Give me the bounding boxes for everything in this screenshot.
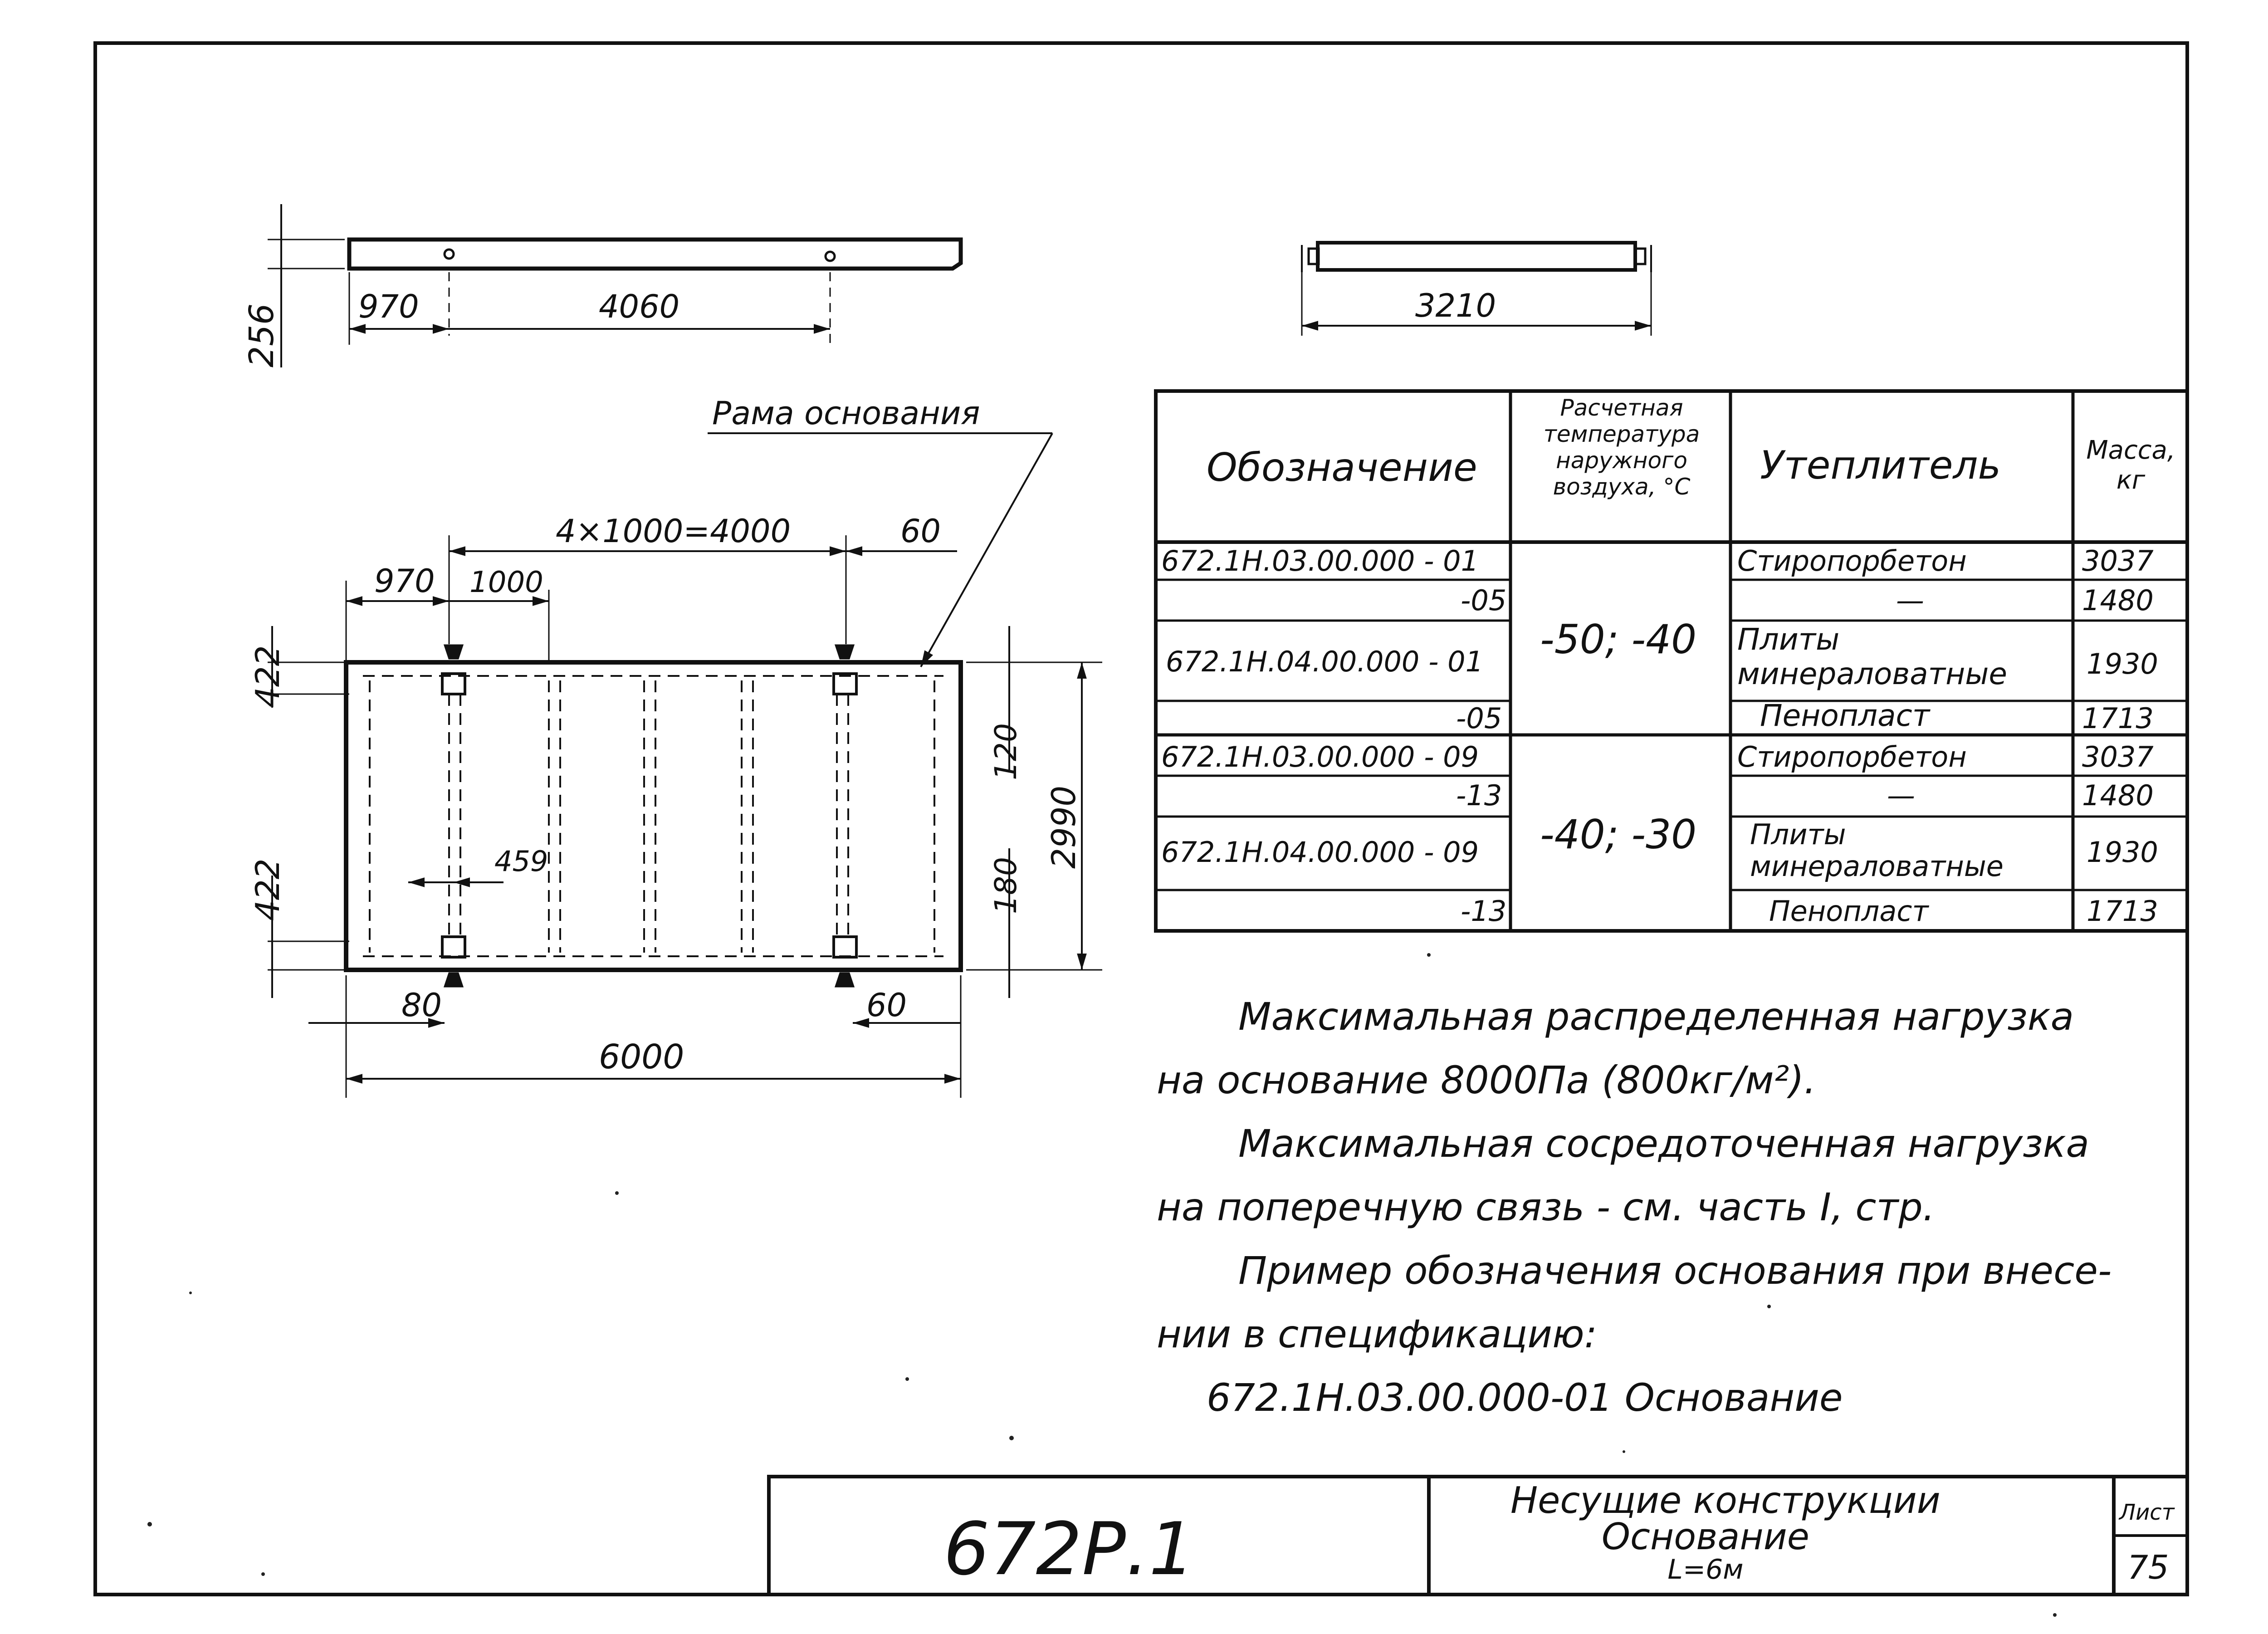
cell-designation: 672.1Н.03.00.000 - 01 — [1161, 544, 1479, 577]
cell-mass: 1480 — [2082, 584, 2154, 617]
note-line: Максимальная сосредоточенная нагрузка — [1238, 1121, 2089, 1166]
cell-designation: 672.1Н.03.00.000 - 09 — [1161, 740, 1479, 773]
cell-insulation: Стиропорбетон — [1737, 544, 1967, 577]
spec-table — [1154, 389, 2189, 933]
scan-specks — [147, 953, 2057, 1617]
title-line-2: Основание — [1602, 1516, 1809, 1558]
header-designation: Обозначение — [1207, 445, 1477, 490]
dim-120: 120 — [988, 723, 1023, 780]
temp-group-2: -40; -30 — [1540, 811, 1696, 858]
callout-frame-label: Рама основания — [712, 395, 980, 432]
cell-designation: -05 — [1461, 584, 1506, 617]
cell-insulation-wrap: Плиты минераловатные — [1750, 819, 2004, 883]
cell-mass: 1480 — [2082, 779, 2154, 812]
dim-180: 180 — [988, 857, 1023, 914]
dim-970-top: 970 — [358, 288, 419, 325]
header-mass: Масса, кг — [2086, 435, 2175, 495]
table-row: -13 — 1480 — [1456, 779, 2154, 812]
header-temperature: Расчетная температура наружного воздуха,… — [1543, 395, 1700, 500]
cell-mass: 3037 — [2082, 544, 2154, 577]
dim-459: 459 — [494, 845, 548, 878]
title-line-1: Несущие конструкции — [1510, 1479, 1941, 1521]
title-code: 672Р.1 — [943, 1507, 1195, 1591]
dim-60-bottom: 60 — [866, 987, 907, 1024]
dim-1000: 1000 — [469, 566, 543, 599]
dim-970-plan: 970 — [374, 563, 435, 600]
dim-4060: 4060 — [599, 288, 679, 325]
cell-mass: 1713 — [2082, 702, 2154, 735]
cell-insulation: Плиты минераловатные — [1750, 819, 2004, 883]
table-row: -05 — 1480 — [1461, 584, 2154, 617]
table-row: 672.1Н.04.00.000 - 09 Плиты минераловатн… — [1161, 819, 2158, 883]
table-row: 672.1Н.03.00.000 - 09 Стиропорбетон 3037 — [1161, 740, 2154, 773]
cell-mass: 1930 — [2087, 647, 2158, 680]
dim-422-bottom: 422 — [249, 859, 287, 921]
table-row: 672.1Н.04.00.000 - 01 Плиты минераловатн… — [1166, 622, 2158, 691]
note-line: на основание 8000Па (800кг/м²). — [1157, 1058, 1816, 1102]
cell-mass: 3037 — [2082, 740, 2154, 773]
dim-256: 256 — [242, 303, 281, 367]
cell-insulation: — — [1887, 779, 1915, 812]
hole-marker — [443, 248, 455, 260]
sheet-number: 75 — [2127, 1548, 2169, 1586]
dim-2990: 2990 — [1045, 786, 1083, 869]
note-line: Пример обозначения основания при внесе- — [1238, 1248, 2112, 1293]
cell-mass: 1930 — [2087, 836, 2158, 869]
table-row: 672.1Н.03.00.000 - 01 Стиропорбетон 3037 — [1161, 544, 2154, 577]
note-line: нии в спецификацию: — [1157, 1312, 1597, 1356]
sheet-label: Лист — [2118, 1500, 2175, 1525]
cell-insulation: Пенопласт — [1760, 698, 1931, 733]
header-insulation: Утеплитель — [1760, 443, 2001, 488]
plan-view — [268, 432, 1102, 1098]
cell-designation: 672.1Н.04.00.000 - 09 — [1161, 836, 1479, 869]
cell-designation: -13 — [1456, 779, 1502, 812]
cell-insulation-wrap: Плиты минераловатные — [1737, 622, 2007, 691]
cell-mass: 1713 — [2087, 895, 2158, 928]
title-block — [767, 1475, 2189, 1596]
cell-designation: -13 — [1461, 895, 1506, 928]
dim-80: 80 — [401, 987, 442, 1024]
note-line: 672.1Н.03.00.000-01 Основание — [1207, 1375, 1843, 1420]
cell-insulation: — — [1896, 584, 1924, 617]
cell-designation: 672.1Н.04.00.000 - 01 — [1166, 645, 1483, 678]
temp-group-1: -50; -40 — [1540, 616, 1696, 663]
notes: Максимальная распределенная нагрузка на … — [1157, 994, 2112, 1420]
cell-insulation: Плиты минераловатные — [1737, 622, 2007, 691]
note-line: на поперечную связь - см. часть I, стр. — [1157, 1185, 1935, 1229]
end-view — [1301, 241, 1652, 336]
top-view — [268, 204, 963, 367]
dim-3210: 3210 — [1415, 287, 1496, 324]
dim-60-top: 60 — [900, 513, 941, 550]
note-line: Максимальная распределенная нагрузка — [1238, 994, 2074, 1039]
dim-6000: 6000 — [599, 1037, 684, 1076]
header-mass-wrap: Масса, кг — [2086, 435, 2175, 495]
table-row: -13 Пенопласт 1713 — [1461, 895, 2158, 928]
hole-marker — [824, 250, 836, 262]
dim-422-top: 422 — [249, 646, 287, 708]
cell-designation: -05 — [1456, 702, 1502, 735]
cell-insulation: Пенопласт — [1769, 895, 1929, 928]
dim-4x1000: 4×1000=4000 — [556, 513, 791, 550]
table-row: -05 Пенопласт 1713 — [1456, 698, 2154, 735]
cell-insulation: Стиропорбетон — [1737, 740, 1967, 773]
header-temperature-wrap: Расчетная температура наружного воздуха,… — [1543, 395, 1700, 500]
title-line-3: L=6м — [1667, 1554, 1743, 1585]
